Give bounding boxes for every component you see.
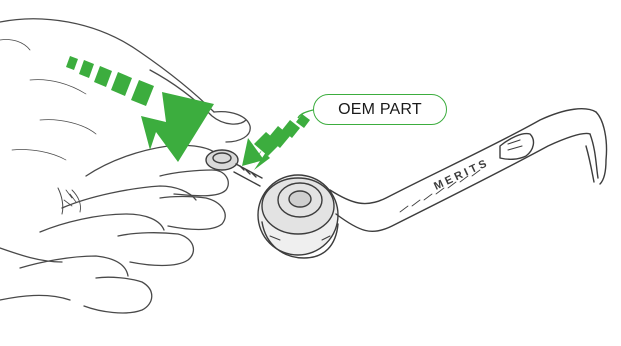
arrow-down-left-dashed-icon: [242, 114, 310, 170]
lever-marking-text: MERITS: [432, 157, 491, 193]
callout-text: OEM PART: [338, 101, 422, 119]
oem-part-callout: OEM PART: [313, 94, 447, 125]
lever-sketch: [206, 109, 607, 258]
